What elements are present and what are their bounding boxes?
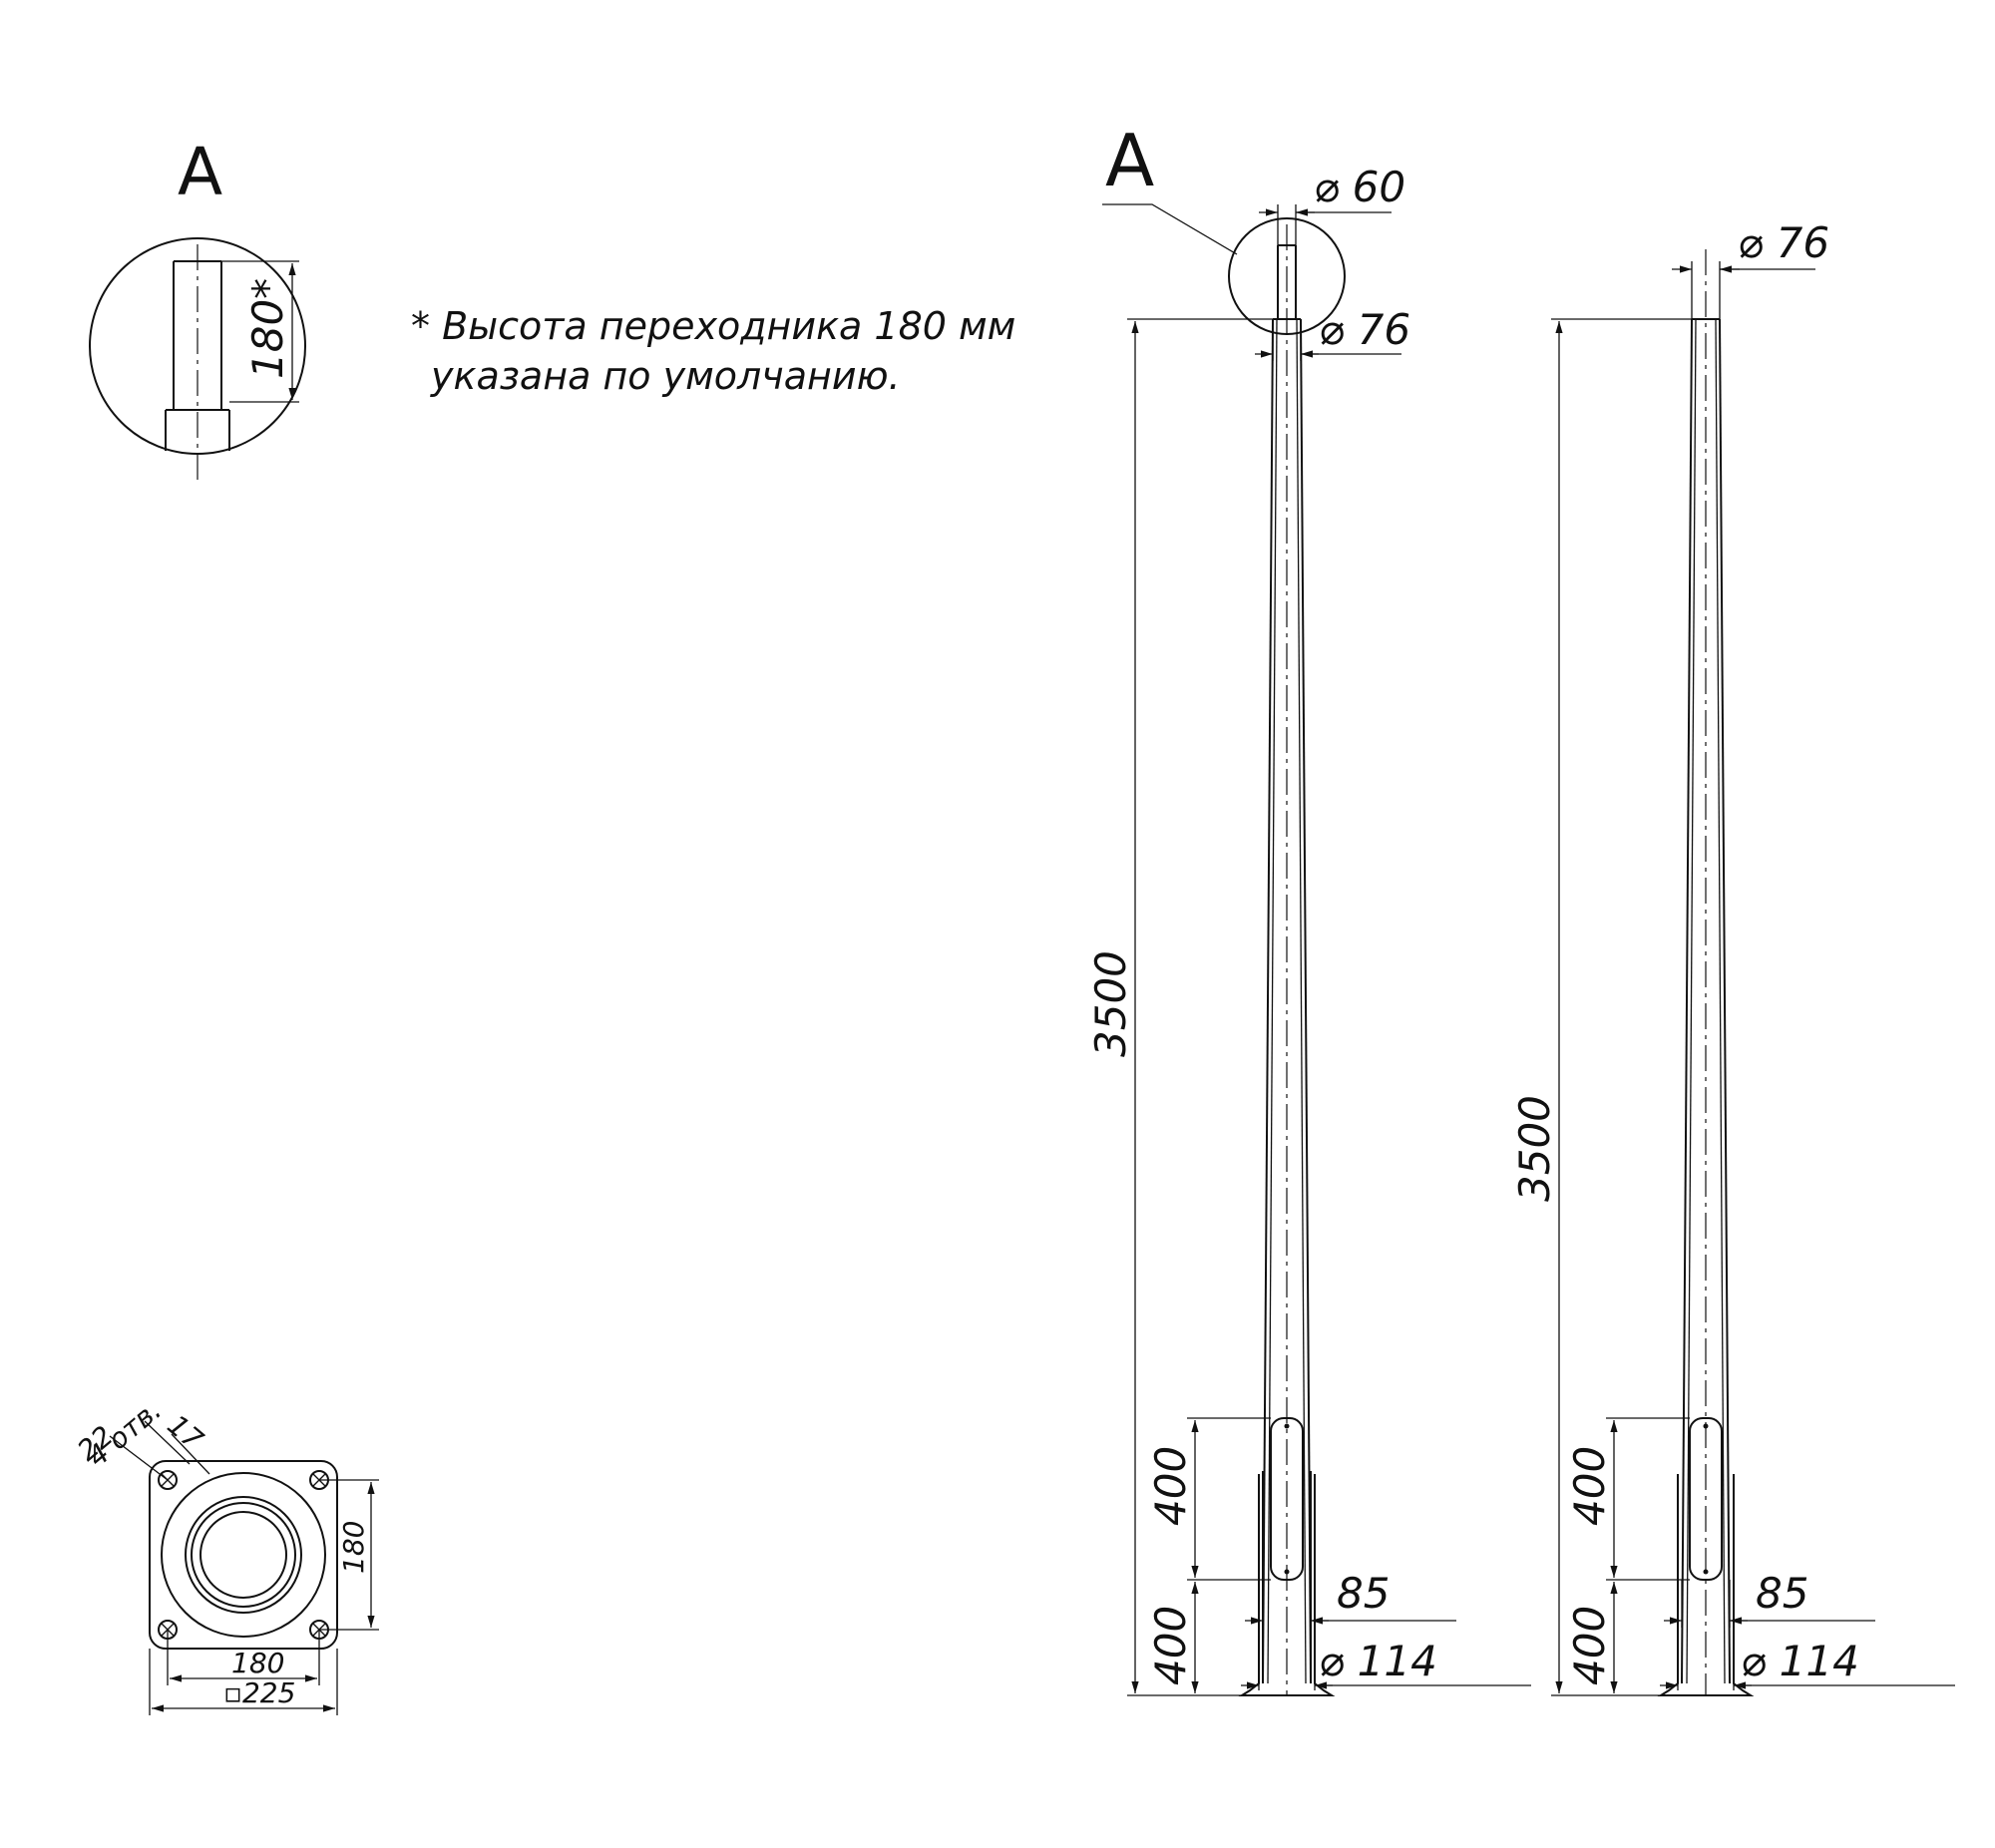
hatch-door — [1270, 1417, 1304, 1581]
view-a-label: A — [1105, 119, 1154, 202]
hatch-door — [1689, 1417, 1723, 1581]
hole-spacing-vertical-label: 180 — [337, 1521, 370, 1574]
shaft-top-diameter-label: ⌀ 76 — [1319, 305, 1410, 354]
hatch-width-label: 85 — [1756, 1569, 1808, 1618]
detail-a-view: A 180* — [89, 134, 306, 484]
hatch-height-label: 400 — [1146, 1446, 1195, 1526]
hatch-offset-label: 400 — [1565, 1606, 1614, 1685]
note-line-1: * Высота переходника 180 мм — [411, 304, 1015, 348]
detail-a-height-label: 180* — [243, 278, 292, 379]
hatch-height-label: 400 — [1565, 1446, 1614, 1526]
pole-plain: ⌀ 76 3500 400 400 85 ⌀ 114 — [1510, 218, 1955, 1696]
hole-spacing-horizontal-label: 180 — [231, 1647, 284, 1679]
base-diameter-label: ⌀ 114 — [1319, 1637, 1437, 1685]
top-diameter-label: ⌀ 76 — [1738, 218, 1829, 267]
note-line-2: указана по умолчанию. — [430, 354, 901, 398]
detail-a-label: A — [178, 134, 222, 210]
adapter-diameter-label: ⌀ 60 — [1314, 163, 1405, 211]
note-block: * Высота переходника 180 мм указана по у… — [411, 304, 1015, 398]
hatch-offset-label: 400 — [1146, 1606, 1195, 1685]
flange-plan-view: 22 4 отв. 17 180 180 ▫225 — [71, 1393, 379, 1715]
pole-height-label: 3500 — [1086, 950, 1135, 1057]
plate-size-label: ▫225 — [223, 1676, 295, 1709]
pole-with-adapter: A ⌀ 60 ⌀ 76 — [1086, 119, 1531, 1696]
pole-height-label: 3500 — [1510, 1095, 1559, 1202]
hatch-width-label: 85 — [1337, 1569, 1390, 1618]
edge-offset-label: 17 — [162, 1408, 210, 1456]
flange-plate — [149, 1460, 338, 1650]
base-diameter-label: ⌀ 114 — [1741, 1637, 1859, 1685]
